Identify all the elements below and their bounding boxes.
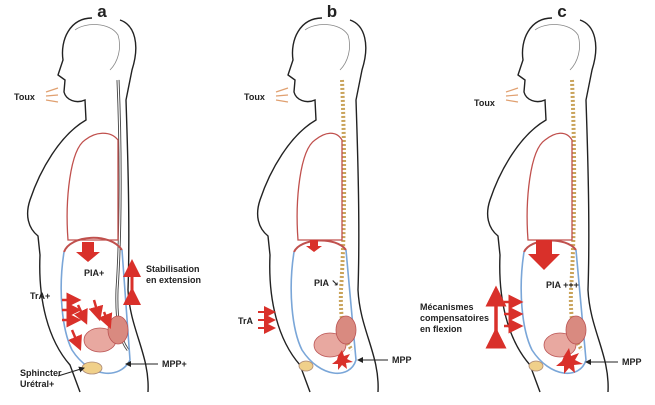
toux-label-b: Toux xyxy=(244,92,265,102)
panel-c xyxy=(485,17,618,393)
tra-label-b: TrA xyxy=(238,316,254,326)
mpp-label-a: MPP+ xyxy=(162,359,187,369)
body-outline-a xyxy=(26,17,93,393)
lung-c xyxy=(526,132,573,241)
uterus-c xyxy=(565,315,587,345)
arrows-a xyxy=(76,242,100,262)
uterus-a xyxy=(107,315,129,345)
toux-lines-a xyxy=(45,87,59,103)
stabilisation-line2: en extension xyxy=(146,275,202,285)
diaphragm-a xyxy=(63,236,123,253)
panel-letter-b: b xyxy=(326,2,338,21)
lung-a xyxy=(66,132,119,241)
toux-lines-c xyxy=(505,87,519,103)
panel-letter-c: c xyxy=(557,2,567,21)
lung-b xyxy=(296,132,343,241)
body-outline-c xyxy=(486,17,553,393)
back-outline-c xyxy=(579,19,609,393)
panel-a xyxy=(26,17,158,393)
mecanismes-line3: en flexion xyxy=(420,324,463,334)
sphincter-line2: Urétral+ xyxy=(20,379,55,389)
toux-label-c: Toux xyxy=(474,98,495,108)
toux-lines-b xyxy=(275,87,289,103)
pia-label-a: PIA+ xyxy=(84,268,105,278)
sphincter-line1: Sphincter xyxy=(20,368,62,378)
diaphragm-b xyxy=(293,239,347,253)
stabilisation-label-a: Stabilisation en extension xyxy=(146,264,201,286)
star-c xyxy=(556,348,583,374)
pia-label-b: PIA ↘ xyxy=(314,278,339,288)
mpp-label-c: MPP xyxy=(622,357,642,367)
abdomen-c xyxy=(520,249,587,374)
mecanismes-line1: Mécanismes xyxy=(420,302,474,312)
back-outline-b xyxy=(349,19,379,393)
tra-label-a: TrA+ xyxy=(30,291,51,301)
panel-letter-a: a xyxy=(97,2,107,21)
skull-a xyxy=(74,24,120,71)
sphincter-shape-a xyxy=(81,361,103,375)
sphincter-pointer-a xyxy=(57,366,85,377)
mecanismes-line2: compensatoires xyxy=(420,313,490,323)
skull-c xyxy=(534,24,580,71)
mecanismes-label-c: Mécanismes compensatoires en flexion xyxy=(420,302,489,335)
abdomen-b xyxy=(290,249,357,374)
toux-label-a: Toux xyxy=(14,92,35,102)
star-b xyxy=(332,350,353,370)
uterus-b xyxy=(335,315,357,345)
pia-label-c: PIA +++ xyxy=(546,280,579,290)
stabilisation-line1: Stabilisation xyxy=(146,264,200,274)
body-outline-b xyxy=(256,17,323,393)
skull-b xyxy=(304,24,350,71)
back-outline-a xyxy=(119,19,149,393)
panel-b xyxy=(256,17,388,393)
mpp-label-b: MPP xyxy=(392,355,412,365)
sphincter-label-a: Sphincter Urétral+ xyxy=(20,368,62,390)
